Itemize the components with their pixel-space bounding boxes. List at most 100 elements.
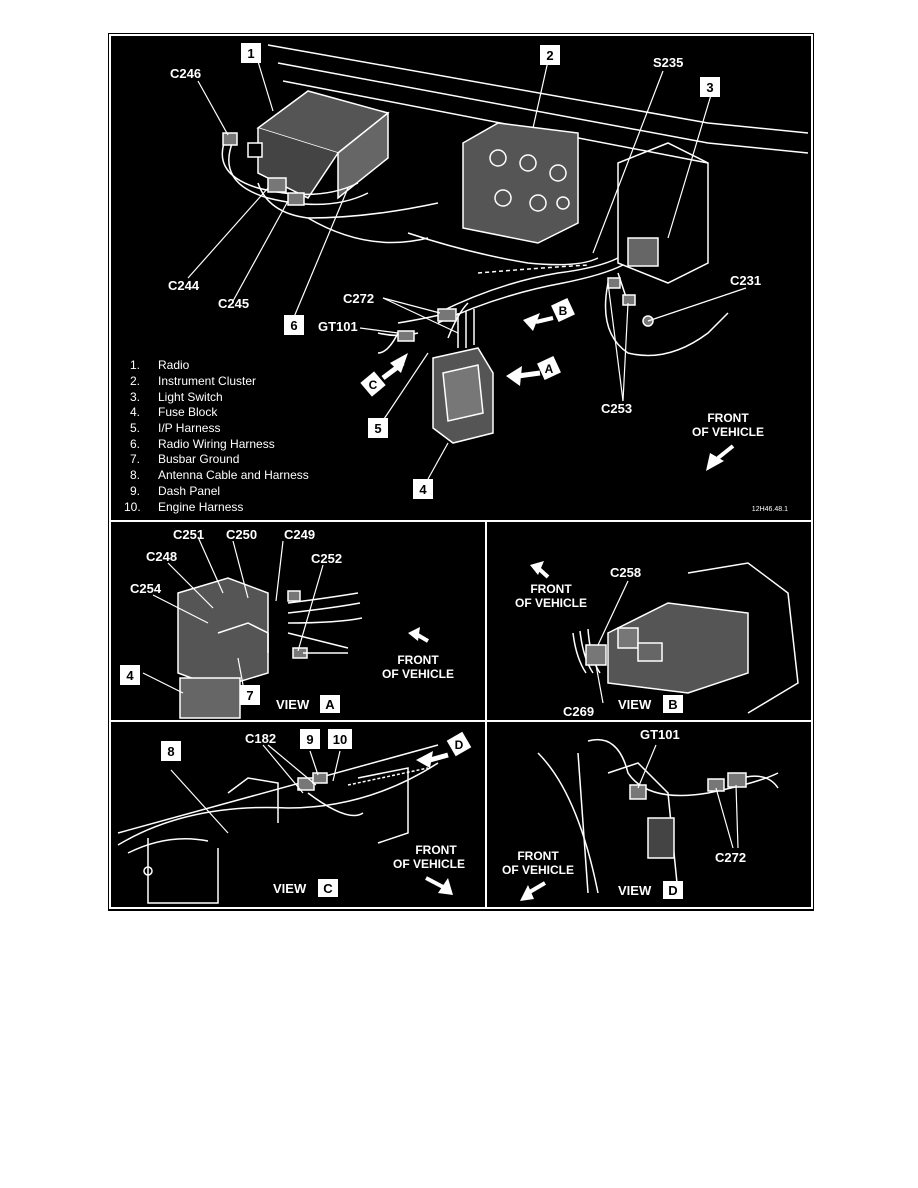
main-callouts: C246 C244 C245 S235 C272 GT101 C231 C253 — [168, 55, 761, 416]
view-d-letter: D — [668, 883, 677, 898]
front-label-c-line1: FRONT — [415, 843, 457, 857]
instrument-cluster — [462, 122, 579, 244]
view-tag-b: B — [559, 304, 568, 318]
view-tag-a: A — [545, 362, 554, 376]
number-box-9: 9 — [306, 732, 313, 747]
legend-num-1: 1. — [130, 358, 140, 372]
view-letter-tags: B A C — [360, 298, 575, 397]
view-a-letter: A — [325, 697, 335, 712]
legend-text-10: Engine Harness — [158, 500, 243, 514]
callout-c254: C254 — [130, 581, 162, 596]
callout-gt101: GT101 — [318, 319, 358, 334]
view-a-letter-bg — [320, 695, 340, 713]
number-box-10-bg — [328, 729, 352, 749]
callout-c248: C248 — [146, 549, 177, 564]
number-box-4a: 4 — [126, 668, 134, 683]
front-label-c-line2: OF VEHICLE — [393, 857, 465, 871]
view-d-artwork — [537, 739, 779, 894]
view-c-artwork — [117, 744, 439, 904]
number-box-5: 5 — [374, 421, 381, 436]
legend-text-2: Instrument Cluster — [158, 374, 256, 388]
front-label-b-line2: OF VEHICLE — [515, 596, 587, 610]
callout-c272-d: C272 — [715, 850, 746, 865]
view-b-arrow-shaft — [536, 566, 550, 579]
view-b-letter: B — [668, 697, 677, 712]
number-box-8: 8 — [167, 744, 174, 759]
view-b-artwork — [572, 562, 799, 714]
main-leader-lines — [187, 54, 747, 480]
front-of-vehicle-c: FRONT OF VEHICLE — [393, 843, 465, 871]
light-switch — [617, 142, 709, 284]
callout-c246: C246 — [170, 66, 201, 81]
view-a-direction-arrow — [408, 627, 420, 641]
callout-c251: C251 — [173, 527, 204, 542]
number-box-7: 7 — [246, 688, 253, 703]
number-box-6: 6 — [290, 318, 297, 333]
number-box-8-bg — [161, 741, 181, 761]
front-label-a-line1: FRONT — [397, 653, 439, 667]
legend-text-3: Light Switch — [158, 390, 223, 404]
callout-c272: C272 — [343, 291, 374, 306]
callout-c245: C245 — [218, 296, 249, 311]
front-label-d-line1: FRONT — [517, 849, 559, 863]
view-c-letter: C — [323, 881, 333, 896]
view-a-caption: VIEW — [276, 697, 310, 712]
callout-c244: C244 — [168, 278, 200, 293]
view-a-artwork — [177, 577, 363, 719]
view-d-caption: VIEW — [618, 883, 652, 898]
legend-num-6: 6. — [130, 437, 140, 451]
fuse-block — [432, 347, 494, 444]
number-box-1: 1 — [247, 46, 254, 61]
callout-c253: C253 — [601, 401, 632, 416]
callout-c252: C252 — [311, 551, 342, 566]
front-label-a-line2: OF VEHICLE — [382, 667, 454, 681]
front-of-vehicle-d: FRONT OF VEHICLE — [502, 849, 574, 877]
view-c-caption: VIEW — [273, 881, 307, 896]
legend-num-2: 2. — [130, 374, 140, 388]
legend-text-7: Busbar Ground — [158, 452, 239, 466]
view-a-leaders — [142, 536, 324, 694]
view-d-direction-arrow — [520, 885, 534, 901]
legend-text-5: I/P Harness — [158, 421, 220, 435]
view-c-leaders — [170, 744, 341, 834]
figure-background — [108, 33, 814, 911]
view-c-d-tag-bg — [446, 731, 472, 757]
callout-gt101-d: GT101 — [640, 727, 680, 742]
main-panel-artwork — [221, 44, 809, 444]
legend-text-1: Radio — [158, 358, 190, 372]
legend-num-8: 8. — [130, 468, 140, 482]
callout-c249: C249 — [284, 527, 315, 542]
legend: 1. Radio 2. Instrument Cluster 3. Light … — [124, 358, 309, 514]
front-label-main-line1: FRONT — [707, 411, 749, 425]
callout-c182: C182 — [245, 731, 276, 746]
legend-text-9: Dash Panel — [158, 484, 220, 498]
view-a-arrow-shaft — [414, 632, 430, 643]
panel-borders — [109, 34, 813, 909]
front-label-b-line1: FRONT — [530, 582, 572, 596]
front-label-main-line2: OF VEHICLE — [692, 425, 764, 439]
front-of-vehicle-a: FRONT OF VEHICLE — [382, 653, 454, 681]
number-box-4a-bg — [120, 665, 140, 685]
view-b-direction-arrow — [530, 561, 544, 575]
diagram-svg: C246 C244 C245 S235 C272 GT101 C231 C253… — [108, 33, 814, 911]
callout-c269: C269 — [563, 704, 594, 719]
view-tag-c: C — [369, 378, 378, 392]
number-box-9-bg — [300, 729, 320, 749]
callout-c250: C250 — [226, 527, 257, 542]
view-d-leaders — [637, 744, 739, 849]
legend-text-4: Fuse Block — [158, 405, 218, 419]
view-letter-arrows — [381, 313, 735, 471]
legend-num-4: 4. — [130, 405, 140, 419]
view-d-arrow-shaft — [526, 881, 547, 895]
view-c-d-tag: D — [455, 738, 464, 752]
view-b-leaders — [595, 580, 629, 704]
legend-text-8: Antenna Cable and Harness — [158, 468, 309, 482]
view-c-d-arrow-shaft — [429, 752, 449, 763]
front-label-d-line2: OF VEHICLE — [502, 863, 574, 877]
legend-text-6: Radio Wiring Harness — [158, 437, 275, 451]
main-number-boxes: 1 2 3 4 5 6 — [241, 43, 720, 499]
legend-num-3: 3. — [130, 390, 140, 404]
view-d-letter-bg — [663, 881, 683, 899]
number-box-2: 2 — [546, 48, 553, 63]
view-c-arrow-shaft — [425, 876, 446, 890]
